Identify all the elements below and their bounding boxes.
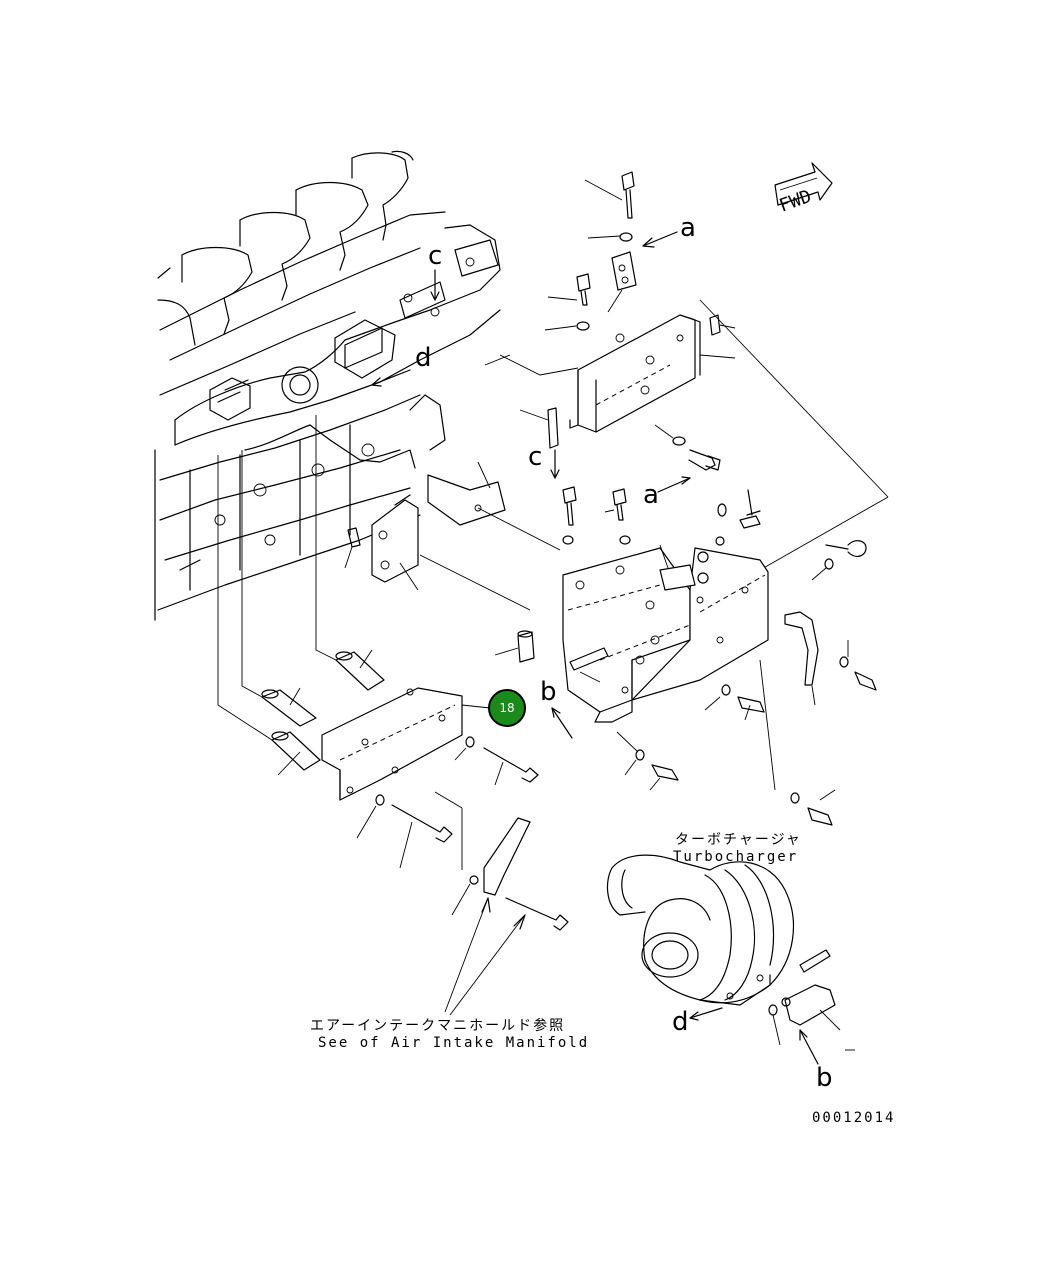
badge-circle[interactable] (488, 689, 526, 727)
air-intake-pointer (444, 897, 526, 1016)
callout-label: b (540, 677, 557, 707)
callout-b-middle: b (540, 677, 573, 739)
air-intake-label-en: See of Air Intake Manifold (318, 1035, 589, 1051)
upper-bracket-assembly (484, 171, 889, 571)
callout-label: a (680, 213, 696, 243)
lower-insulator-assembly (217, 415, 569, 931)
air-intake-caption: エアーインテークマニホールド参照 See of Air Intake Manif… (310, 1017, 589, 1051)
callout-a-upper: a (642, 213, 696, 248)
callout-c-lower: c (528, 442, 560, 479)
air-intake-label-jp: エアーインテークマニホールド参照 (310, 1017, 565, 1034)
engine-block (154, 150, 501, 621)
turbocharger-label-en: Turbocharger (673, 849, 798, 865)
callout-label: d (415, 343, 432, 373)
callout-b-lower: b (799, 1029, 833, 1093)
turbocharger-label-jp: ターボチャージャ (675, 832, 802, 848)
part-number-badge[interactable]: 18 (488, 689, 526, 727)
callout-label: c (428, 241, 442, 271)
callout-d-lower: d (672, 1007, 723, 1037)
drawing-number: 00012014 (812, 1110, 895, 1126)
turbocharger: ターボチャージャ Turbocharger (606, 832, 855, 1051)
callout-label: c (528, 442, 542, 472)
callout-label: b (816, 1063, 833, 1093)
callout-a-lower: a (643, 476, 691, 510)
callout-d-upper: d (371, 343, 432, 387)
callout-label: a (643, 480, 659, 510)
fwd-label: FWD (777, 186, 815, 217)
forward-direction-arrow: FWD (774, 162, 833, 217)
callout-c-upper: c (428, 241, 442, 301)
badge-number: 18 (499, 701, 514, 715)
heat-shield-assembly (344, 461, 877, 826)
callout-label: d (672, 1007, 689, 1037)
